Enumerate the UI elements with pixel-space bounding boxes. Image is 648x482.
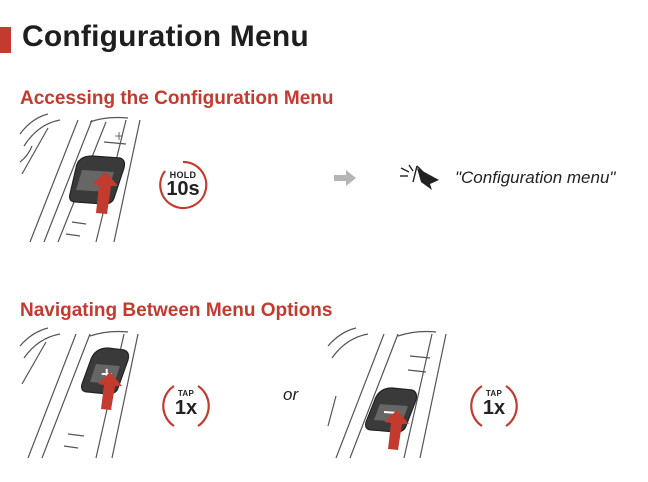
speaker-icon: [400, 164, 439, 190]
hold-duration: 10s: [166, 178, 200, 200]
voice-prompt-text: "Configuration menu": [455, 168, 616, 187]
tap-count: 1x: [174, 397, 198, 419]
hold-badge: HOLD 10s: [156, 158, 210, 212]
section-heading-accessing: Accessing the Configuration Menu: [20, 88, 334, 109]
title-accent-bar: [0, 27, 11, 53]
tap-count: 1x: [482, 397, 506, 419]
plus-tap-badge: TAP 1x: [160, 380, 212, 432]
device-illustration-plus: +: [19, 327, 139, 459]
device-illustration-minus: [327, 327, 447, 459]
right-arrow-icon: [334, 170, 356, 186]
tap-label: TAP: [485, 389, 503, 398]
device-illustration-hold: +: [19, 113, 141, 243]
tap-label: TAP: [177, 389, 195, 398]
or-text: or: [283, 385, 299, 404]
minus-tap-badge: TAP 1x: [468, 380, 520, 432]
section-heading-navigating: Navigating Between Menu Options: [20, 300, 333, 321]
svg-text:+: +: [114, 129, 124, 143]
page-title: Configuration Menu: [22, 20, 309, 53]
hold-label: HOLD: [169, 170, 197, 180]
